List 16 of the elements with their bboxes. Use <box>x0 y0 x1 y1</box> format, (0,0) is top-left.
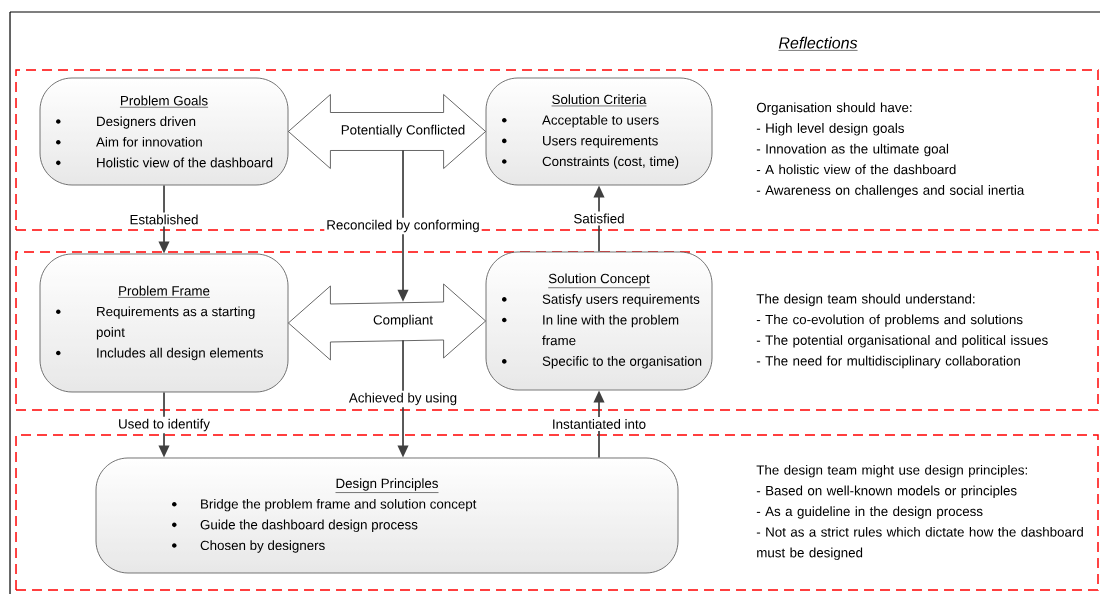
column-heading: Reflections <box>778 36 858 51</box>
concept-box: Problem Goals Designers driven Aim for innovation Holistic view of the dashboard <box>39 77 289 186</box>
arrow-label: Potentially Conflicted <box>341 124 465 138</box>
double-arrow <box>288 283 486 361</box>
concept-box: Problem Frame Requirements as a starting point Includes all design elements <box>39 253 289 393</box>
edge-label: Satisfied <box>571 211 627 226</box>
edge-label: Achieved by using <box>346 390 460 408</box>
edge-label: Used to identify <box>116 416 212 434</box>
edge-label: Established <box>127 212 201 227</box>
edge-label: Instantiated into <box>549 417 649 431</box>
edge-label: Reconciled by conforming <box>324 217 482 235</box>
concept-box: Solution Criteria Acceptable to users Users requirements Constraints (cost, time) <box>485 77 713 186</box>
concept-box: Solution Concept Satisfy users requirements In line with the problem frame Specific to the organisation <box>485 251 713 391</box>
double-arrow <box>288 94 486 169</box>
concept-box: Design Principles Bridge the problem frame and solution concept Guide the dashboard design process Chosen by designers <box>95 457 679 574</box>
arrow-label: Compliant <box>373 314 433 328</box>
